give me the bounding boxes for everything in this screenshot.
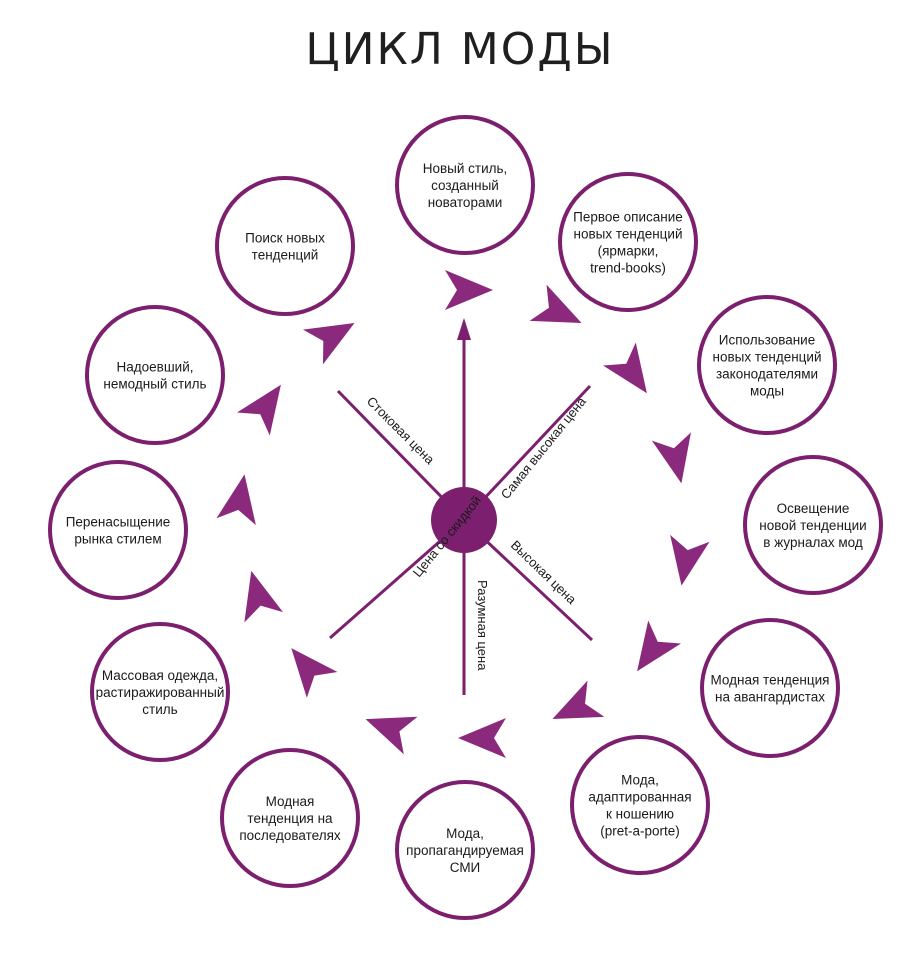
cycle-node: Надоевший, немодный стиль xyxy=(85,305,225,445)
node-label-line: к ношению xyxy=(606,807,674,822)
node-label-line: новых тенденций xyxy=(713,350,822,365)
cycle-node: Модная тенденция на последователях xyxy=(220,748,360,888)
cycle-node: Перенасыщение рынка стилем xyxy=(48,460,188,600)
node-label-line: стиль xyxy=(142,702,177,717)
cycle-arrows xyxy=(216,270,710,758)
node-circle xyxy=(570,735,710,875)
node-circle xyxy=(85,305,225,445)
node-label-line: новых тенденций xyxy=(574,227,683,242)
node-label-line: СМИ xyxy=(450,860,481,875)
node-label-line: последователях xyxy=(239,828,341,843)
flow-arrow xyxy=(445,270,493,310)
node-circle xyxy=(697,295,837,435)
node-label-line: Модная xyxy=(266,794,315,809)
node-circle xyxy=(395,780,535,920)
node-label-line: растиражированный xyxy=(96,685,225,700)
flow-arrow xyxy=(236,384,281,436)
node-label-line: Новый стиль, xyxy=(423,161,508,176)
node-label-line: на авангардистах xyxy=(715,690,825,705)
cycle-node: Модная тенденция на авангардистах xyxy=(700,618,840,758)
flow-arrow xyxy=(670,534,710,586)
node-label-line: Освещение xyxy=(777,501,850,516)
node-label-line: Поиск новых xyxy=(245,231,325,246)
node-label-line: пропагандируемая xyxy=(406,843,524,858)
node-circle xyxy=(90,622,230,762)
node-circle xyxy=(743,455,883,595)
node-label-line: Мода, xyxy=(621,773,659,788)
node-label-line: законодателями xyxy=(716,367,818,382)
cycle-node: Поиск новых тенденций xyxy=(215,176,355,316)
node-label-line: Перенасыщение xyxy=(66,515,171,530)
spoke-label: Самая высокая цена xyxy=(498,394,590,502)
node-label-line: Мода, xyxy=(446,826,484,841)
cycle-node: Освещение новой тенденции в журналах мод xyxy=(743,455,883,595)
up-arrow-head xyxy=(457,318,471,340)
node-circle xyxy=(700,618,840,758)
flow-arrow xyxy=(651,432,691,484)
node-label-line: моды xyxy=(750,384,784,399)
cycle-node: Мода, адаптированная к ношению (pret-a-port… xyxy=(570,735,710,875)
flow-arrow xyxy=(365,716,418,755)
node-label-line: адаптированная xyxy=(588,790,691,805)
node-circle xyxy=(220,748,360,888)
node-label-line: рынка стилем xyxy=(74,532,161,547)
node-circle xyxy=(558,172,698,312)
spoke-label: Разумная цена xyxy=(475,580,490,671)
flow-arrow xyxy=(552,680,605,719)
flow-arrow xyxy=(637,620,682,672)
node-circle xyxy=(215,176,355,316)
center-hub xyxy=(431,487,497,553)
cycle-node: Использование новых тенденций законодателя… xyxy=(697,295,837,435)
flow-arrow xyxy=(302,323,355,365)
node-label-line: немодный стиль xyxy=(103,377,206,392)
flow-arrow xyxy=(216,474,256,526)
flow-arrow xyxy=(602,342,647,394)
diagram-title: ЦИКЛ МОДЫ xyxy=(305,24,615,75)
cycle-node: Первое описание новых тенденций (ярмарки, t… xyxy=(558,172,698,312)
node-label-line: (pret-a-porte) xyxy=(600,824,680,839)
node-label-line: новаторами xyxy=(428,195,503,210)
node-label-line: тенденция на xyxy=(247,811,333,826)
node-label-line: (ярмарки, xyxy=(598,244,659,259)
node-label-line: новой тенденции xyxy=(759,518,866,533)
node-label-line: Первое описание xyxy=(573,210,683,225)
node-circle xyxy=(48,460,188,600)
node-label-line: Использование xyxy=(719,333,815,348)
cycle-node: Массовая одежда, растиражированный стиль xyxy=(90,622,230,762)
node-label-line: trend-books) xyxy=(590,261,666,276)
node-label-line: Модная тенденция xyxy=(711,673,830,688)
cycle-node: Новый стиль, созданный новаторами xyxy=(395,115,535,255)
flow-arrow xyxy=(458,718,506,758)
node-circle xyxy=(395,115,535,255)
node-label-line: Надоевший, xyxy=(117,360,194,375)
flow-arrow xyxy=(244,570,284,623)
flow-arrow xyxy=(291,648,338,698)
flow-arrow xyxy=(529,284,582,323)
node-label-line: Массовая одежда, xyxy=(102,668,218,683)
node-label-line: созданный xyxy=(431,178,499,193)
node-label-line: в журналах мод xyxy=(763,535,863,550)
node-label-line: тенденций xyxy=(252,248,319,263)
